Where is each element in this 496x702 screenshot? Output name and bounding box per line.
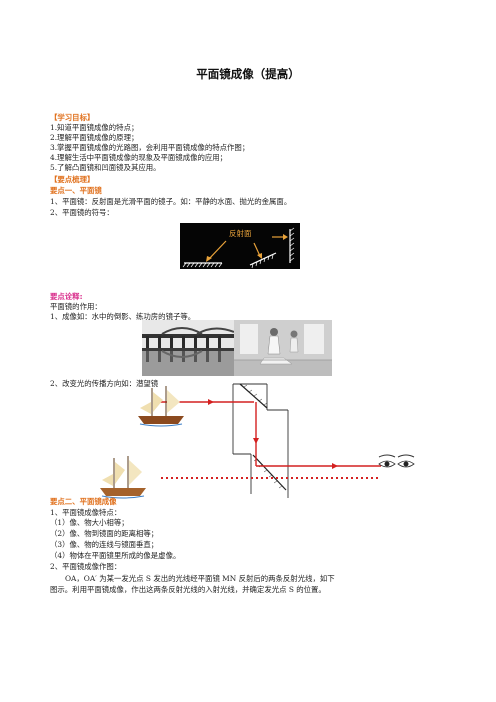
goal-item: 1.知道平面镜成像的特点；: [50, 123, 139, 132]
goals-heading: 【学习目标】: [50, 113, 95, 122]
task-line: 图示。利用平面镜成像，作出这两条反射光线的入射光线，并确定发光点 S 的位置。: [50, 585, 326, 594]
explain-line: 1、成像如：水中的倒影、练功房的镜子等。: [50, 312, 196, 321]
point1-line: 1、平面镜：反射面是光滑平面的镜子。如：平静的水面、抛光的金属面。: [50, 197, 292, 206]
point2-heading: 要点二、平面镜成像: [50, 497, 117, 506]
water-reflection-photo: [142, 320, 234, 376]
point1-line: 2、平面镜的符号：: [50, 208, 114, 217]
dance-studio-drawing: [234, 320, 332, 376]
point2-line: （4）物体在平面镜里所成的像是虚像。: [50, 551, 181, 560]
point2-line: （3）像、物的连线与镜面垂直；: [50, 540, 159, 549]
water-reflection-drawing: [142, 320, 234, 376]
mirror-symbol-drawing: [182, 227, 295, 269]
bottom-mirror: [252, 454, 287, 491]
dance-studio-mirror-photo: [234, 320, 332, 376]
upper-ship-icon: [138, 386, 184, 427]
periscope-diagram: [100, 383, 415, 499]
goal-item: 2.理解平面镜成像的原理；: [50, 133, 139, 142]
page-title: 平面镜成像（提高）: [196, 67, 300, 81]
lower-ship-icon: [100, 456, 146, 499]
mirror-label: 反射面: [229, 229, 252, 238]
goal-item: 3.掌握平面镜成像的光路图，会利用平面镜成像的特点作图；: [50, 143, 250, 152]
point1-heading: 要点一、平面镜: [50, 186, 102, 195]
summary-heading: 【要点梳理】: [50, 175, 95, 184]
point2-line: （1）像、物大小相等；: [50, 518, 129, 527]
point2-line: 1、平面镜成像特点：: [50, 508, 122, 517]
explain-heading: 要点诠释:: [50, 292, 83, 301]
eyes-icon: [378, 454, 415, 468]
point2-line: 2、平面镜成像作图：: [50, 562, 122, 571]
periscope-line: 2、改变光的传播方向如：潜望镜: [50, 379, 159, 388]
goal-item: 4.理解生活中平面镜成像的现象及平面镜成像的应用；: [50, 153, 228, 162]
goal-item: 5.了解凸面镜和凹面镜及其应用。: [50, 163, 161, 172]
point2-line: （2）像、物到镜面的距离相等；: [50, 529, 159, 538]
task-line: OA，OA′ 为某一发光点 S 发出的光线经平面镜 MN 反射后的两条反射光线，…: [65, 574, 335, 583]
mirror-symbol-figure: 反射面: [180, 223, 300, 269]
explain-line: 平面镜的作用：: [50, 302, 102, 311]
top-mirror: [239, 383, 268, 409]
